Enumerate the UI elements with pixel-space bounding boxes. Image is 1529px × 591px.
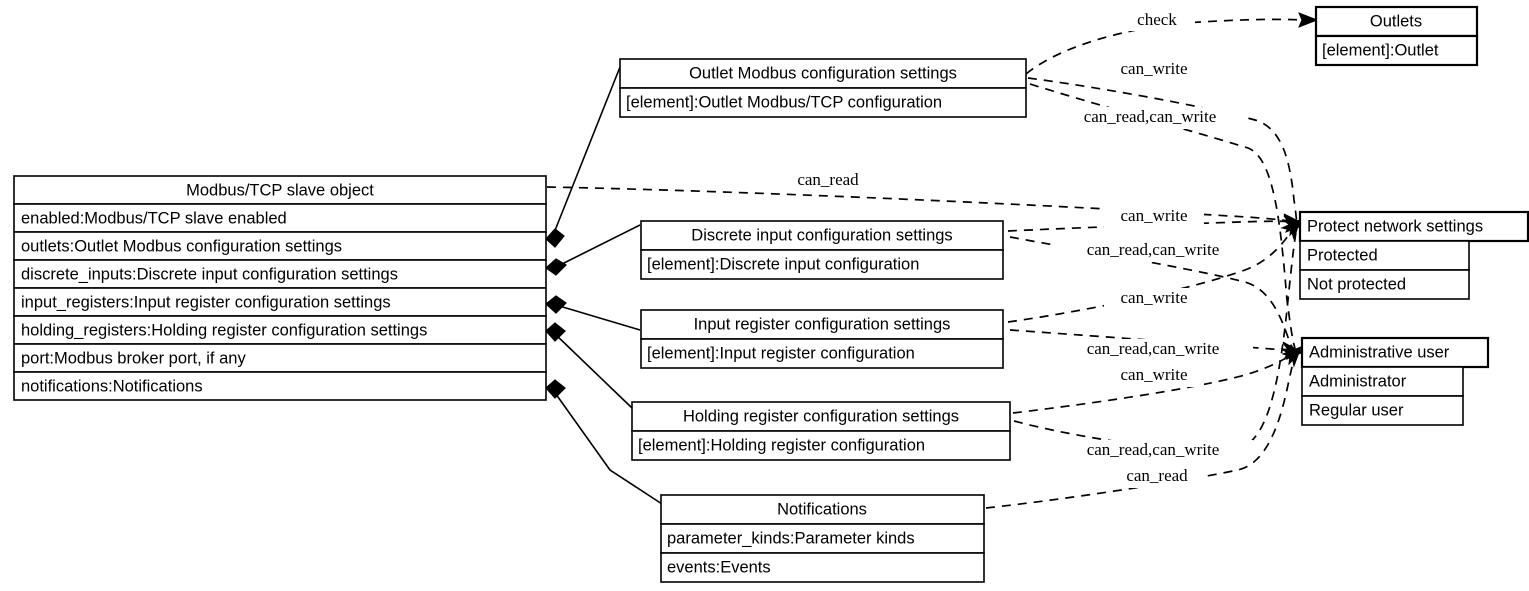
node-outlets[interactable]: Outlets [element]:Outlet: [1314, 5, 1479, 67]
label-can-write-inputreg: can_write: [1120, 288, 1187, 307]
composition-diamond-inputreg: [545, 295, 567, 314]
assoc-outlets: [551, 61, 623, 239]
node-outlet-modbus-configuration-settings[interactable]: Outlet Modbus configuration settings [el…: [619, 58, 1027, 118]
label-can-write-holding: can_write: [1120, 365, 1187, 384]
label-can-write-discrete: can_write: [1120, 206, 1187, 225]
modbus-slave-title: Modbus/TCP slave object: [186, 181, 374, 199]
edge-can-read-slave: [546, 186, 1297, 223]
protect-network-row-0: Protected: [1307, 246, 1378, 264]
holding-reg-cfg-title: Holding register configuration settings: [683, 407, 959, 425]
edge-can-write-outlet: [1027, 77, 1298, 223]
node-notifications[interactable]: Notifications parameter_kinds:Parameter …: [660, 494, 985, 583]
edge-can-read-can-write-holding: [1013, 226, 1298, 451]
modbus-slave-row-5: port:Modbus broker port, if any: [21, 349, 246, 367]
arrowhead-check: [1298, 12, 1319, 28]
label-can-read-can-write-outlet: can_read,can_write: [1084, 107, 1217, 126]
label-can-write-outlet: can_write: [1120, 59, 1187, 78]
notifications-title: Notifications: [777, 500, 867, 518]
protect-network-row-1: Not protected: [1307, 275, 1406, 293]
arrowhead-protect-5: [1280, 219, 1301, 241]
label-check: check: [1137, 10, 1177, 29]
assoc-notifications: [552, 389, 663, 505]
outlet-cfg-row-0: [element]:Outlet Modbus/TCP configuratio…: [626, 93, 942, 111]
notifications-row-0: parameter_kinds:Parameter kinds: [667, 529, 915, 547]
modbus-slave-row-3: input_registers:Input register configura…: [21, 293, 391, 311]
modbus-slave-row-1: outlets:Outlet Modbus configuration sett…: [21, 237, 342, 255]
admin-user-title: Administrative user: [1309, 343, 1450, 361]
assoc-holding-registers: [553, 332, 633, 409]
protect-network-title: Protect network settings: [1307, 217, 1483, 235]
node-modbus-tcp-slave-object[interactable]: Modbus/TCP slave object enabled:Modbus/T…: [13, 175, 547, 401]
input-reg-cfg-row-0: [element]:Input register configuration: [647, 344, 915, 362]
discrete-cfg-row-0: [element]:Discrete input configuration: [647, 255, 919, 273]
discrete-cfg-title: Discrete input configuration settings: [691, 226, 952, 244]
arrowhead-admin-5: [1281, 346, 1302, 368]
modbus-slave-row-2: discrete_inputs:Discrete input configura…: [21, 265, 398, 283]
label-can-read-can-write-holding: can_read,can_write: [1087, 440, 1220, 459]
label-can-read-can-write-inputreg: can_read,can_write: [1087, 339, 1220, 358]
holding-reg-cfg-row-0: [element]:Holding register configuration: [638, 436, 925, 454]
input-reg-cfg-title: Input register configuration settings: [694, 315, 951, 333]
outlets-title: Outlets: [1370, 12, 1422, 30]
notifications-row-1: events:Events: [667, 558, 771, 576]
edge-can-read-notifications: [985, 352, 1297, 509]
composition-diamond-holdingreg: [545, 322, 566, 342]
assoc-discrete-inputs: [555, 224, 641, 268]
admin-user-row-0: Administrator: [1309, 372, 1407, 390]
node-input-register-configuration-settings[interactable]: Input register configuration settings [e…: [640, 309, 1004, 369]
edge-can-write-holding: [1012, 352, 1296, 414]
composition-diamond-outlets: [545, 228, 565, 248]
modbus-slave-row-6: notifications:Notifications: [21, 377, 203, 395]
node-holding-register-configuration-settings[interactable]: Holding register configuration settings …: [631, 401, 1011, 461]
modbus-slave-row-0: enabled:Modbus/TCP slave enabled: [21, 209, 287, 227]
composition-diamond-notifications: [545, 379, 566, 399]
edge-label-group: check can_write can_read,can_write can_r…: [779, 9, 1253, 488]
label-can-read-can-write-discrete: can_read,can_write: [1087, 240, 1220, 259]
admin-user-row-1: Regular user: [1309, 401, 1404, 419]
modbus-slave-row-4: holding_registers:Holding register confi…: [21, 321, 427, 339]
node-protect-network-settings[interactable]: Protect network settings Protected Not p…: [1298, 210, 1529, 300]
outlet-cfg-title: Outlet Modbus configuration settings: [689, 64, 957, 82]
label-can-read-slave: can_read: [797, 170, 859, 189]
assoc-input-registers: [555, 304, 641, 331]
label-can-read-notifications: can_read: [1126, 466, 1188, 485]
outlets-row-0: [element]:Outlet: [1322, 41, 1439, 59]
node-discrete-input-configuration-settings[interactable]: Discrete input configuration settings [e…: [640, 220, 1004, 280]
composition-diamond-discrete: [545, 258, 567, 276]
node-administrative-user[interactable]: Administrative user Administrator Regula…: [1300, 336, 1490, 426]
